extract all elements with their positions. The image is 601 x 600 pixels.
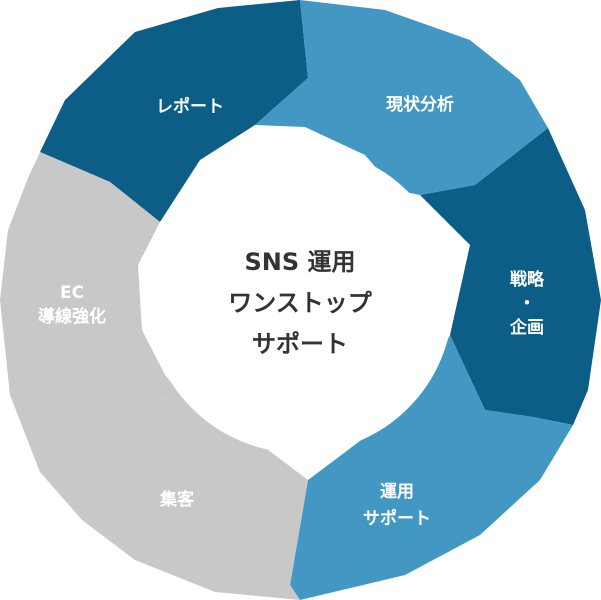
segment-ec <box>0 152 190 472</box>
segment-strategy-label-1: 戦略 <box>510 269 545 290</box>
center-title-line-3: サポート <box>252 330 348 358</box>
segment-analysis <box>255 0 548 195</box>
center-title: SNS 運用 ワンストップ サポート <box>228 248 373 358</box>
center-circle <box>147 147 453 453</box>
segment-strategy <box>420 128 601 425</box>
segment-analysis-label: 現状分析 <box>386 94 454 115</box>
segment-strategy-label-3: 企画 <box>509 317 544 338</box>
segment-report-label: レポート <box>156 96 224 117</box>
segment-customer <box>40 398 308 600</box>
center-title-line-1: SNS 運用 <box>244 248 355 276</box>
segment-strategy-label-2: ・ <box>519 294 536 314</box>
segment-operation-label-2: サポート <box>363 508 431 529</box>
segment-report <box>40 0 308 222</box>
segment-customer-label: 集客 <box>159 489 195 510</box>
segment-operation-label-1: 運用 <box>380 482 414 502</box>
center-title-line-2: ワンストップ <box>228 289 373 317</box>
segment-ec-label-1: EC <box>60 283 84 303</box>
segment-ec-label-2: 導線強化 <box>38 306 106 327</box>
segment-operation <box>290 335 573 600</box>
